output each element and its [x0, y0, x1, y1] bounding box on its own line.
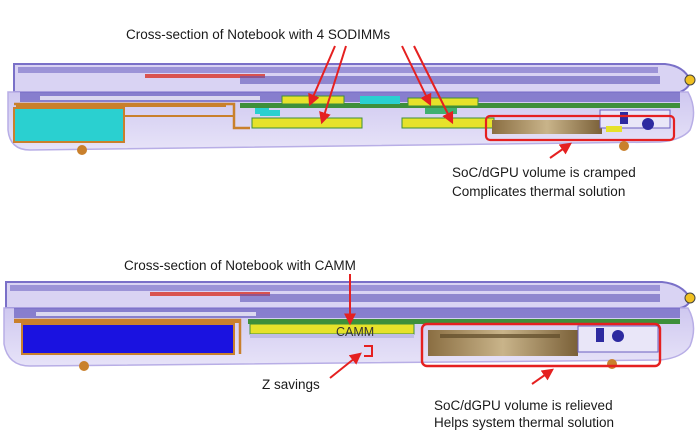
top-callout-arrow — [549, 142, 572, 159]
bottom-foot-right — [607, 359, 617, 369]
top-connector-a — [360, 96, 400, 104]
bottom-heatsink-fins — [440, 334, 560, 338]
top-arrow-1 — [308, 45, 336, 107]
top-keyboard-deck — [20, 92, 680, 102]
top-sodimm-4 — [401, 117, 495, 129]
top-callout-line2: Complicates thermal solution — [452, 184, 626, 199]
top-fan — [599, 109, 671, 129]
top-hinge-strip — [240, 76, 660, 84]
top-connector-b — [260, 110, 280, 116]
top-connector-c — [425, 108, 457, 114]
bottom-lid-bezel — [10, 285, 660, 291]
bottom-callout-line2: Helps system thermal solution — [434, 415, 615, 430]
bottom-z-bracket — [364, 345, 373, 357]
top-hinge-knob — [684, 74, 696, 86]
top-arrow-3 — [401, 45, 432, 107]
top-arrow-2 — [319, 45, 347, 125]
top-lid-panel — [145, 74, 265, 78]
bottom-callout-line1: SoC/dGPU volume is relieved — [434, 398, 613, 413]
bottom-fan-hub — [612, 330, 624, 342]
bottom-lid-panel — [150, 292, 270, 296]
top-keyboard-keys — [40, 96, 260, 100]
z-savings-label: Z savings — [262, 377, 320, 392]
top-arrow-4 — [413, 45, 454, 125]
top-title-label: Cross-section of Notebook with 4 SODIMMs — [126, 27, 391, 42]
top-callout-line1: SoC/dGPU volume is cramped — [452, 165, 636, 180]
bottom-soc-cooler — [428, 330, 578, 356]
top-fan-blade — [620, 112, 628, 124]
bottom-foot-left — [79, 361, 89, 371]
bottom-soc-callout-box — [420, 322, 662, 368]
bottom-motherboard — [248, 319, 680, 324]
top-connector-d — [255, 108, 269, 114]
top-notebook-cross-section — [7, 45, 696, 159]
bottom-hinge-strip — [240, 294, 660, 302]
bottom-keyboard-keys — [36, 312, 256, 316]
bottom-hinge-knob — [684, 292, 696, 304]
top-orange-bracket — [14, 102, 250, 130]
top-sodimm-2 — [251, 117, 363, 129]
bottom-z-arrow — [329, 352, 362, 379]
bottom-fan-blade — [596, 328, 604, 342]
camm-module-label: CAMM — [336, 325, 375, 339]
bottom-camm-module — [249, 323, 415, 335]
top-foot-left — [77, 145, 87, 155]
top-fan-hub — [642, 118, 654, 130]
top-soc-cooler — [492, 120, 602, 134]
bottom-battery — [21, 323, 235, 355]
bottom-camm-connector — [250, 334, 414, 338]
bottom-notebook-cross-section — [3, 274, 696, 385]
top-battery — [13, 107, 125, 143]
bottom-keyboard-deck — [14, 308, 680, 318]
top-soc-callout-box — [484, 114, 676, 142]
top-chip — [606, 126, 622, 132]
bottom-callout-arrow — [531, 368, 554, 385]
top-foot-right — [619, 141, 629, 151]
bottom-orange-bracket — [14, 318, 242, 354]
bottom-title-label: Cross-section of Notebook with CAMM — [124, 258, 356, 273]
